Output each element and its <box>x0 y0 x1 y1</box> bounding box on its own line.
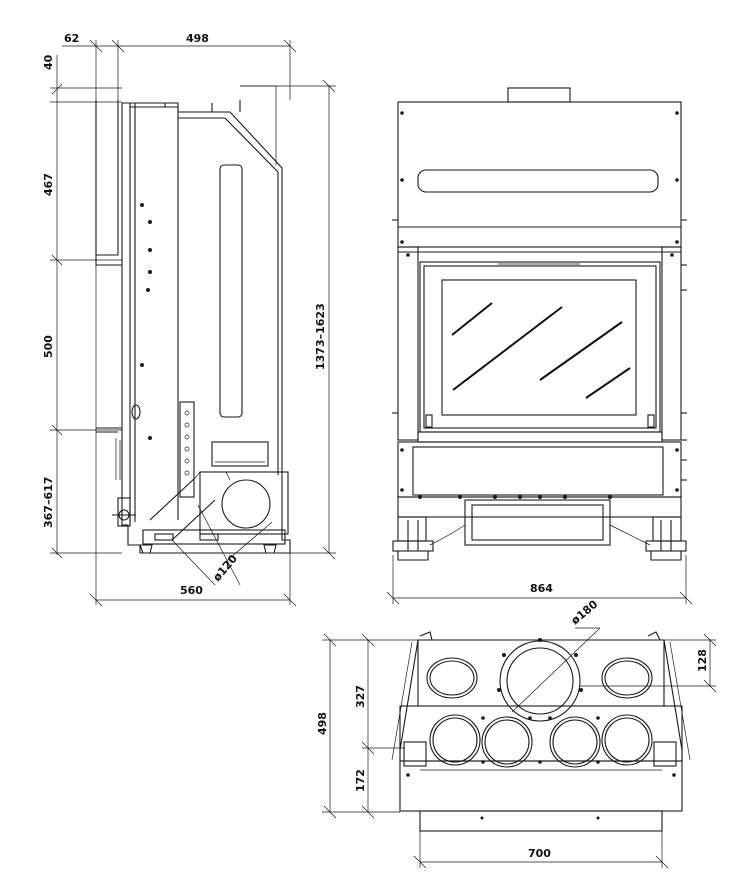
dim-700-label: 700 <box>528 847 551 860</box>
dim-560-label: 560 <box>180 584 203 597</box>
dim-128-label: 128 <box>696 649 709 672</box>
dim-total-height-label: 1373–1623 <box>314 303 327 370</box>
front-view: 864 <box>386 87 693 605</box>
top-view: 498 327 172 128 <box>316 598 717 869</box>
dim-62-label: 62 <box>64 32 79 45</box>
dim-327-label: 327 <box>354 685 367 708</box>
dim-498-top-label: 498 <box>316 712 329 735</box>
dim-864-label: 864 <box>530 582 553 595</box>
dim-498-label: 498 <box>186 32 209 45</box>
dim-40-label: 40 <box>42 54 55 70</box>
dim-flue-diameter-label: ø180 <box>569 598 601 628</box>
side-view: 62 498 40 467 500 367–617 1373–1623 560 <box>42 32 336 607</box>
dim-467-label: 467 <box>42 173 55 196</box>
dim-367-617-label: 367–617 <box>42 477 55 528</box>
dim-500-label: 500 <box>42 335 55 358</box>
dim-outlet-diameter-label: ø120 <box>210 552 240 584</box>
dim-172-label: 172 <box>354 769 367 792</box>
